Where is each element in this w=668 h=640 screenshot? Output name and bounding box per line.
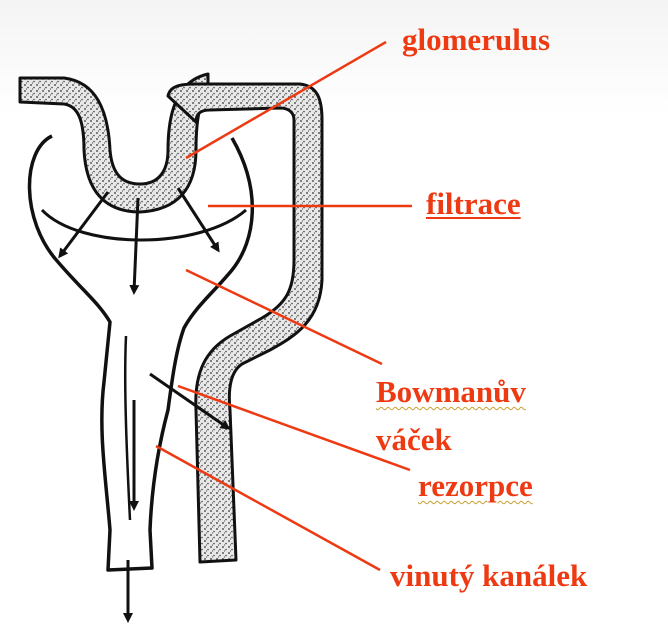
capsule-inner-arc	[40, 208, 247, 242]
bowman-pointer	[185, 268, 383, 366]
filtrace-label: filtrace	[426, 186, 521, 221]
rezorpce-pointer	[177, 384, 411, 472]
tubule-inner-wall	[123, 335, 132, 521]
glomerulus-label: glomerulus	[402, 22, 551, 57]
bowman-label-line2: váček	[376, 422, 452, 457]
filtration-arrow-center	[129, 197, 140, 295]
filtration-arrow-right	[176, 187, 220, 253]
glomerulus-pointer	[185, 40, 387, 160]
bowman-label-line1: Bowmanův	[376, 374, 526, 409]
reabsorption-arrow	[149, 372, 231, 430]
filtration-arrow-left	[58, 191, 110, 259]
bowman-capsule-outline	[27, 134, 255, 572]
rezorpce-label: rezorpce	[418, 468, 533, 503]
kanalek-pointer	[155, 444, 381, 572]
kanalek-label: vinutý kanálek	[390, 558, 588, 593]
efferent-vessel	[166, 82, 324, 564]
